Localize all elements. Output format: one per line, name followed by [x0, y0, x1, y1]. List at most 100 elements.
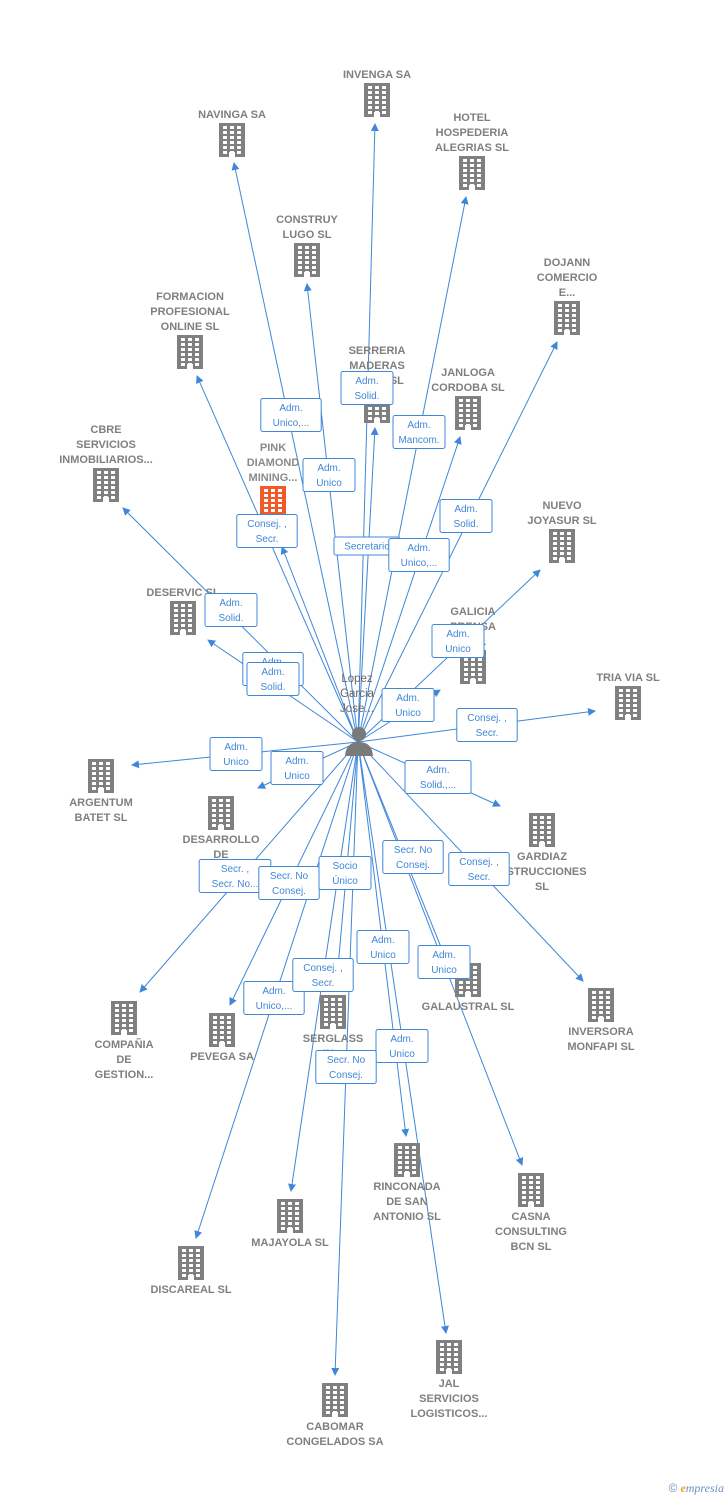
building-window [454, 1343, 458, 1346]
building-window [340, 1391, 344, 1394]
building-window [129, 1009, 133, 1012]
building-icon [294, 243, 320, 277]
building-window [196, 1274, 200, 1277]
relation-label-galicia[interactable]: Adm.Unico [431, 624, 485, 658]
company-node-triavia[interactable]: TRIA VIA SL [596, 672, 660, 720]
building-window [473, 976, 477, 979]
building-window [459, 409, 463, 412]
building-window [212, 799, 216, 802]
company-node-cbre[interactable]: CBRESERVICIOSINMOBILIARIOS... [59, 424, 153, 502]
building-window [230, 141, 234, 144]
building-window [324, 1008, 328, 1011]
relation-label-jal[interactable]: Adm.Unico [375, 1029, 429, 1063]
person-node[interactable]: LopezGarciaJose... [340, 673, 375, 756]
relation-label-desarrollo[interactable]: Adm.Unico [270, 751, 324, 785]
relation-label-argentum[interactable]: Adm.Unico [209, 737, 263, 771]
company-label: CASNA [511, 1211, 550, 1223]
building-window [447, 1358, 451, 1361]
company-node-pink[interactable]: PINKDIAMONDMINING... [247, 442, 300, 520]
building-window [473, 971, 477, 974]
company-label: CONSULTING [495, 1226, 567, 1238]
building-window [558, 304, 562, 307]
company-node-dojann[interactable]: DOJANNCOMERCIOE... [537, 257, 598, 335]
relation-text: Secr. [256, 534, 279, 545]
relation-label-cbre[interactable]: Adm.Solid. [204, 593, 258, 627]
building-window [333, 1406, 337, 1409]
building-window [129, 1029, 133, 1032]
building-window [340, 1401, 344, 1404]
building-window [405, 1151, 409, 1154]
building-window [195, 348, 199, 351]
relation-text: Adm. [454, 504, 477, 515]
building-window [464, 668, 468, 671]
building-window [572, 324, 576, 327]
relation-label-formacion[interactable]: Consej. ,Secr. [236, 514, 298, 548]
relation-text: Adm. [426, 765, 449, 776]
company-node-jal[interactable]: JALSERVICIOSLOGISTICOS... [410, 1340, 488, 1420]
relation-label-discareal[interactable]: Adm.Unico,... [243, 981, 305, 1015]
building-window [181, 604, 185, 607]
relation-label-dojann[interactable]: Adm.Unico [381, 688, 435, 722]
relation-label-inversora[interactable]: Consej. ,Secr. [448, 852, 510, 886]
building-window [219, 814, 223, 817]
brand-initial: e [680, 1481, 686, 1495]
building-window [281, 1217, 285, 1220]
building-icon [219, 123, 245, 157]
relation-label-janloga[interactable]: Adm.Unico,... [388, 538, 450, 572]
company-label: JAL [439, 1378, 460, 1390]
company-node-invenga[interactable]: INVENGA SA [343, 69, 411, 117]
relation-label-invenga[interactable]: Adm.Solid. [340, 371, 394, 405]
relation-label-hotel[interactable]: Adm.Mancom. [392, 415, 446, 449]
company-node-pevega[interactable]: PEVEGA SA [190, 1013, 254, 1063]
relation-text: Adm. [446, 629, 469, 640]
relation-label-triavia[interactable]: Consej. ,Secr. [456, 708, 518, 742]
company-node-navinga[interactable]: NAVINGA SA [198, 109, 266, 157]
building-window [281, 1212, 285, 1215]
relation-box [356, 930, 410, 964]
building-door [469, 185, 475, 190]
building-window [237, 126, 241, 129]
relation-label-casna[interactable]: Adm.Unico [417, 945, 471, 979]
company-node-compania[interactable]: COMPAÑIADEGESTION... [94, 1001, 154, 1081]
relation-text: Único [332, 874, 358, 887]
relation-label-construy[interactable]: Adm.Unico,... [260, 398, 322, 432]
building-window [567, 542, 571, 545]
building-window [547, 841, 551, 844]
building-window [412, 1156, 416, 1159]
building-window [626, 689, 630, 692]
relation-label-rinconada[interactable]: Adm.Unico [356, 930, 410, 964]
relation-text: Secr. [468, 872, 491, 883]
relation-label-navinga[interactable]: Adm.Unico [302, 458, 356, 492]
company-node-discareal[interactable]: DISCAREAL SL [150, 1246, 232, 1296]
relation-label-nuevo[interactable]: Adm.Solid. [439, 499, 493, 533]
relation-text: Solid. [218, 613, 243, 624]
building-window [213, 1036, 217, 1039]
relation-label-serglass[interactable]: Consej. ,Secr. [292, 958, 354, 992]
company-node-deservic[interactable]: DESERVIC SL [146, 587, 220, 635]
building-window [237, 146, 241, 149]
building-door [564, 330, 570, 335]
relation-label-gardiaz[interactable]: Adm.Solid.,... [404, 760, 472, 794]
company-node-majayola[interactable]: MAJAYOLA SL [251, 1199, 329, 1249]
building-window [181, 614, 185, 617]
relation-label-deservic[interactable]: Adm.Solid. [246, 662, 300, 696]
building-window [181, 624, 185, 627]
building-window [382, 101, 386, 104]
relation-label-compania[interactable]: Secr. ,Secr. No... [198, 859, 272, 893]
person-body [345, 742, 373, 756]
